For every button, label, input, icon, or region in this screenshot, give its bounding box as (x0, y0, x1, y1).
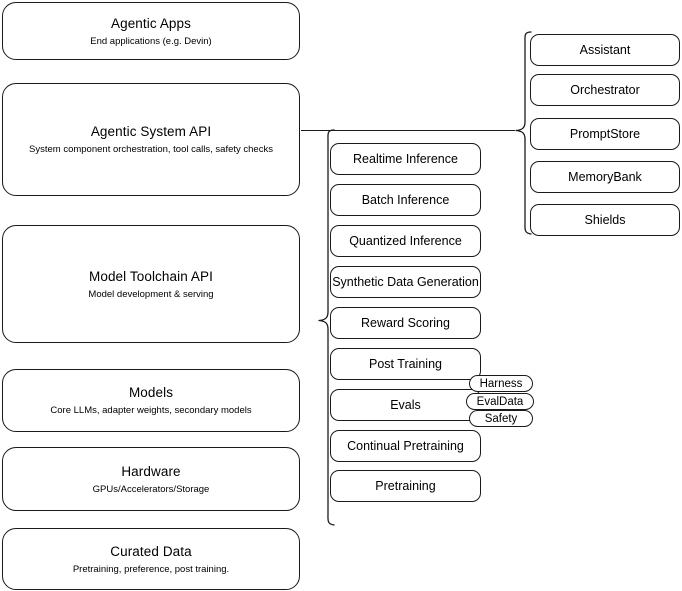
component-label: Synthetic Data Generation (332, 275, 479, 289)
layer-agentic-system-api[interactable]: Agentic System API System component orch… (2, 83, 300, 196)
subcomponent-label: Safety (484, 412, 518, 425)
component-batch-inference[interactable]: Batch Inference (330, 184, 481, 216)
brace-toolchain-group (318, 129, 335, 526)
layer-title: Agentic System API (90, 124, 212, 139)
component-shields[interactable]: Shields (530, 204, 680, 236)
component-promptstore[interactable]: PromptStore (530, 118, 680, 150)
component-assistant[interactable]: Assistant (530, 34, 680, 66)
component-quantized-inference[interactable]: Quantized Inference (330, 225, 481, 257)
subcomponent-harness[interactable]: Harness (469, 375, 533, 392)
layer-subtitle: End applications (e.g. Devin) (90, 35, 212, 47)
component-realtime-inference[interactable]: Realtime Inference (330, 143, 481, 175)
component-label: Pretraining (375, 479, 436, 493)
component-label: PromptStore (569, 127, 641, 141)
component-reward-scoring[interactable]: Reward Scoring (330, 307, 481, 339)
layer-hardware[interactable]: Hardware GPUs/Accelerators/Storage (2, 447, 300, 511)
component-label: Batch Inference (361, 193, 450, 207)
layer-subtitle: System component orchestration, tool cal… (29, 144, 273, 155)
brace-agentic-components-group (515, 31, 532, 235)
component-pretraining[interactable]: Pretraining (330, 470, 481, 502)
component-label: Post Training (369, 357, 442, 371)
component-label: Assistant (579, 43, 631, 57)
component-label: Continual Pretraining (347, 439, 464, 453)
layer-title: Model Toolchain API (89, 268, 213, 284)
layer-models[interactable]: Models Core LLMs, adapter weights, secon… (2, 369, 300, 432)
component-evals[interactable]: Evals (330, 389, 481, 421)
component-label: Shields (584, 213, 626, 227)
layer-agentic-apps[interactable]: Agentic Apps End applications (e.g. Devi… (2, 2, 300, 60)
component-post-training[interactable]: Post Training (330, 348, 481, 380)
layer-subtitle: Model development & serving (88, 288, 214, 300)
subcomponent-label: Harness (479, 377, 523, 390)
layer-title: Models (128, 385, 174, 400)
layer-curated-data[interactable]: Curated Data Pretraining, preference, po… (2, 528, 300, 590)
subcomponent-safety[interactable]: Safety (469, 410, 533, 427)
component-orchestrator[interactable]: Orchestrator (530, 74, 680, 106)
component-label: Quantized Inference (349, 234, 462, 248)
component-label: MemoryBank (568, 170, 642, 184)
subcomponent-evaldata[interactable]: EvalData (466, 393, 534, 410)
component-label: Reward Scoring (361, 316, 450, 330)
component-label: Realtime Inference (353, 152, 458, 166)
layer-title: Agentic Apps (110, 15, 191, 31)
component-synthetic-data-generation[interactable]: Synthetic Data Generation (330, 266, 481, 298)
layer-subtitle: Pretraining, preference, post training. (72, 563, 230, 575)
layer-model-toolchain-api[interactable]: Model Toolchain API Model development & … (2, 225, 300, 343)
subcomponent-label: EvalData (476, 395, 524, 408)
component-label: Orchestrator (570, 83, 640, 97)
connector-agentic-system-to-components (301, 130, 515, 132)
layer-title: Hardware (121, 463, 181, 479)
component-label: Evals (390, 398, 421, 412)
layer-subtitle: Core LLMs, adapter weights, secondary mo… (50, 405, 252, 416)
component-memorybank[interactable]: MemoryBank (530, 161, 680, 193)
layer-title: Curated Data (110, 543, 192, 559)
component-continual-pretraining[interactable]: Continual Pretraining (330, 430, 481, 462)
layer-subtitle: GPUs/Accelerators/Storage (92, 483, 210, 495)
